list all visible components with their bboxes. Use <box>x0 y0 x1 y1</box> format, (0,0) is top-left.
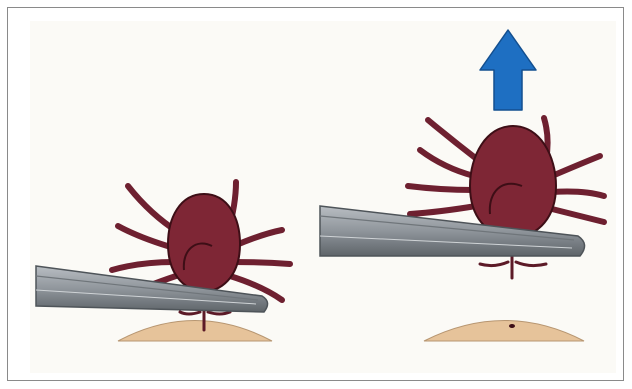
tick-body-right <box>470 126 556 238</box>
right-stage-group <box>320 30 604 341</box>
pull-up-arrow-icon <box>480 30 536 110</box>
tick-mouthparts-right <box>480 256 546 278</box>
skin-left <box>118 321 272 342</box>
skin-right <box>424 321 584 342</box>
bite-mark <box>509 324 515 328</box>
left-stage-group <box>36 182 290 341</box>
